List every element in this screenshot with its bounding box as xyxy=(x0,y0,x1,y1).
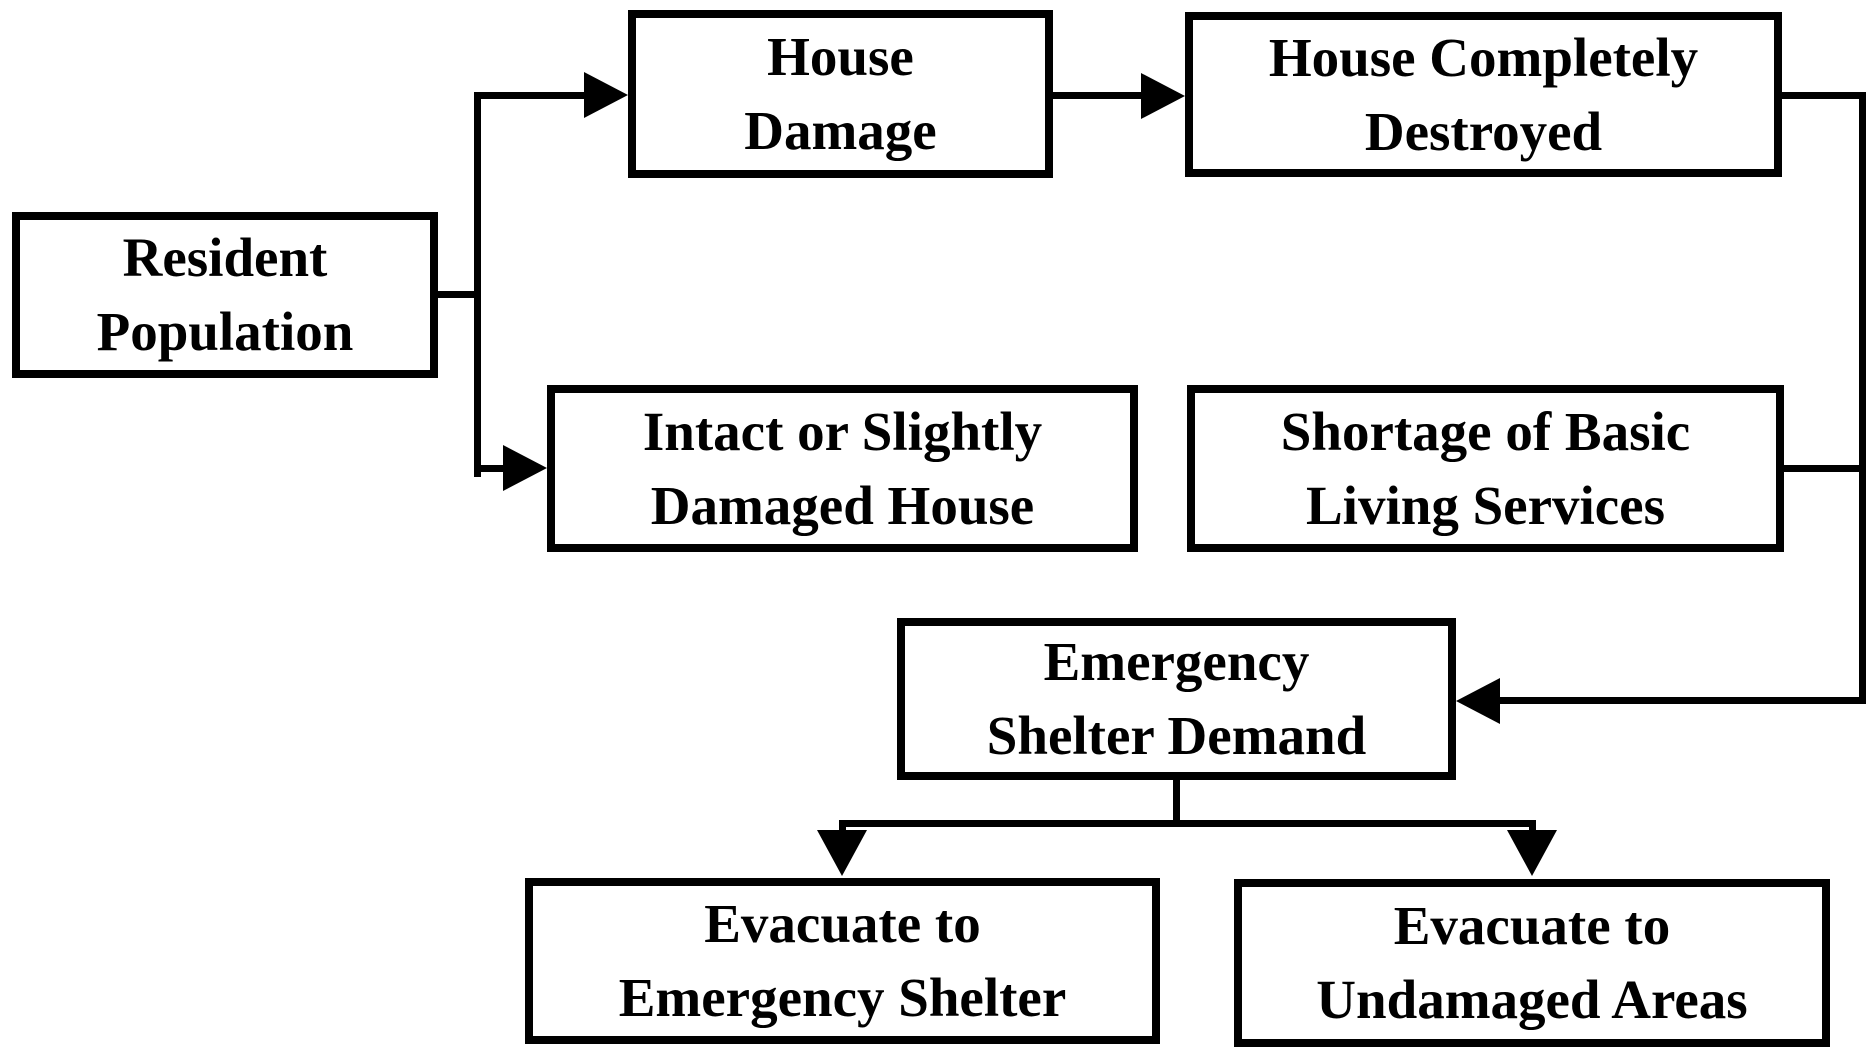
node-evacuate-to-undamaged-areas: Evacuate to Undamaged Areas xyxy=(1234,879,1830,1047)
node-emergency-shelter-demand-label: Emergency Shelter Demand xyxy=(986,631,1367,766)
connector-right-down-stub xyxy=(1529,823,1536,835)
connector-into-emergency-shelter-demand xyxy=(1498,697,1866,704)
connector-resident-population-stub xyxy=(438,291,477,298)
connector-left-branch-vertical xyxy=(474,92,481,477)
connector-emergency-demand-stub xyxy=(1173,780,1180,827)
node-resident-population-label: Resident Population xyxy=(96,227,354,362)
connector-destroyed-exit xyxy=(1782,92,1866,99)
node-intact-or-slightly-damaged-house: Intact or Slightly Damaged House xyxy=(547,385,1138,552)
arrowhead-into-emergency-shelter-demand xyxy=(1456,678,1500,724)
node-evacuate-to-undamaged-areas-label: Evacuate to Undamaged Areas xyxy=(1316,895,1748,1030)
node-shortage-of-basic-living-services: Shortage of Basic Living Services xyxy=(1187,385,1784,552)
arrowhead-into-intact-house xyxy=(503,445,547,491)
node-evacuate-to-emergency-shelter-label: Evacuate to Emergency Shelter xyxy=(618,893,1067,1028)
node-house-damage: House Damage xyxy=(628,10,1053,178)
connector-right-vertical xyxy=(1859,92,1866,704)
arrowhead-into-evacuate-undamaged-areas xyxy=(1507,830,1557,876)
node-emergency-shelter-demand: Emergency Shelter Demand xyxy=(897,618,1456,780)
node-shortage-of-basic-living-services-label: Shortage of Basic Living Services xyxy=(1280,400,1691,536)
node-intact-or-slightly-damaged-house-label: Intact or Slightly Damaged House xyxy=(642,400,1043,536)
arrowhead-into-house-completely-destroyed xyxy=(1141,73,1185,119)
node-house-completely-destroyed-label: House Completely Destroyed xyxy=(1268,26,1699,162)
arrowhead-into-house-damage xyxy=(584,72,628,118)
connector-house-damage-to-destroyed xyxy=(1053,92,1145,99)
arrowhead-into-evacuate-emergency-shelter xyxy=(817,830,867,876)
node-house-damage-label: House Damage xyxy=(744,26,937,161)
node-resident-population: Resident Population xyxy=(12,212,438,378)
connector-shortage-exit xyxy=(1784,465,1866,472)
connector-left-down-stub xyxy=(839,823,846,835)
node-evacuate-to-emergency-shelter: Evacuate to Emergency Shelter xyxy=(525,878,1160,1044)
connector-to-house-damage xyxy=(477,92,589,99)
connector-to-intact-house xyxy=(477,465,509,472)
node-house-completely-destroyed: House Completely Destroyed xyxy=(1185,12,1782,177)
connector-distribution-horizontal xyxy=(839,820,1536,827)
